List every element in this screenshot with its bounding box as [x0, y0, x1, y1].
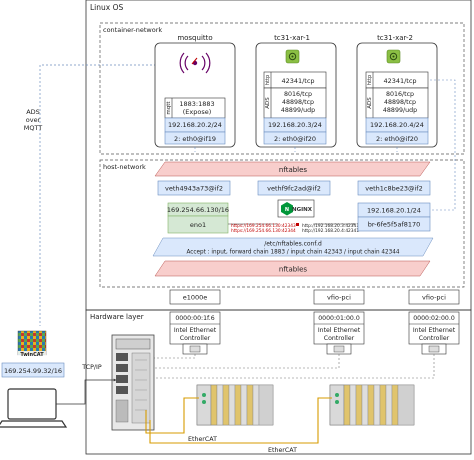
ads-label: ADS [367, 97, 373, 109]
tcpip-label: TCP/IP [81, 364, 102, 371]
ads-port-1: 8016/tcp [284, 91, 312, 98]
ads-port-2: 48898/tcp [384, 99, 416, 106]
hardware-layer-label: Hardware layer [90, 313, 144, 321]
nftables-config-rules: Accept : input, forward chain 1883 / inp… [186, 250, 399, 256]
nginx-route-right-1: http://192.168.20.3:42341 [302, 223, 359, 229]
container-network-label: container-network [103, 26, 162, 34]
tcpip-link [56, 378, 117, 405]
container-mosquitto: mosquitto mqtt 1883:1883 (Expose) 192.16… [154, 34, 236, 148]
twincat-runtime-icon [285, 49, 300, 64]
twincat-runtime-icon [386, 49, 401, 64]
nftables-lower [154, 260, 431, 277]
container-tc31-xar-2: tc31-xar-2 http 42341/tcp ADS 8016/tcp 4… [356, 34, 438, 148]
ethercat-link-2 [149, 397, 332, 444]
container-name: tc31-xar-1 [274, 34, 310, 42]
nftables-upper [154, 161, 431, 177]
ethercat-link-1 [145, 397, 199, 434]
nic-desc-1: Intel Ethernet [174, 327, 217, 334]
host-network-frame [99, 159, 465, 288]
host-network-label: host-network [103, 163, 146, 171]
nic-1: e1000e 0000:00:1f.6 Intel Ethernet Contr… [169, 289, 221, 355]
nic-2: vfio-pci 0000:01:00.0 Intel Ethernet Con… [313, 289, 365, 355]
nginx-route-left-2: https://169.254.66.130:42344 [231, 228, 296, 234]
industrial-pc [111, 334, 155, 431]
nic-3: vfio-pci 0000:02:00.0 Intel Ethernet Con… [408, 289, 460, 355]
ads-port-3: 48899/udp [383, 107, 417, 114]
container-iface: 2: eth0@if19 [174, 135, 216, 143]
ethercat-label-1: EtherCAT [188, 436, 217, 443]
nic-desc-2: Controller [180, 335, 211, 342]
ads-over-mqtt-line-2: over [26, 116, 41, 124]
nftables-upper-label: nftables [279, 166, 308, 174]
nic-pci: 0000:01:00.0 [318, 315, 360, 322]
ads-port-3: 48899/udp [281, 107, 315, 114]
container-network-frame [99, 22, 465, 155]
veth-1: veth4943a73@if2 [165, 185, 223, 193]
container-name: tc31-xar-2 [377, 34, 413, 42]
container-iface: 2: eth0@if20 [274, 135, 316, 143]
http-label: http [265, 75, 271, 85]
nic-desc-1: Intel Ethernet [413, 327, 456, 334]
ethercat-terminals-2 [329, 384, 415, 426]
hardware-layer-frame [85, 309, 472, 455]
eno1-interface: 169.254.66.130/16 eno1 [167, 202, 229, 234]
laptop-ip: 169.254.99.32/16 [4, 367, 62, 375]
mqtt-expose: (Expose) [183, 108, 212, 116]
container-ip: 192.168.20.3/24 [268, 121, 322, 129]
nic-wiring [135, 354, 435, 379]
nic-driver: e1000e [183, 294, 208, 302]
svg-text:N: N [285, 207, 289, 213]
http-label: http [367, 75, 373, 85]
ads-over-mqtt-line-1: ADS [26, 108, 40, 116]
mqtt-port: 1883:1883 [179, 100, 214, 108]
bridge-ip: 192.168.20.1/24 [367, 207, 421, 215]
nginx-route-left-1: https://169.254.66.130:42343 [231, 223, 296, 229]
container-name: mosquitto [177, 34, 212, 42]
http-port: 42341/tcp [281, 77, 314, 85]
docker-bridge: 192.168.20.1/24 br-6fe5f5af8170 [357, 202, 431, 232]
nftables-config-file: /etc/nftables.conf.d [264, 241, 322, 248]
bridge-name: br-6fe5f5af8170 [368, 221, 421, 229]
veth-interfaces: veth4943a73@if2 vethf9fc2ad@if2 veth1c8b… [157, 180, 431, 196]
nic-pci: 0000:02:00.0 [413, 315, 455, 322]
container-ip: 192.168.20.4/24 [370, 121, 424, 129]
ethercat-label-2: EtherCAT [268, 447, 297, 454]
http-port: 42341/tcp [383, 77, 416, 85]
ads-port-1: 8016/tcp [386, 91, 414, 98]
nftables-config [152, 237, 434, 257]
mqtt-broker-icon [179, 52, 211, 74]
mqtt-proto-label: mqtt [166, 101, 172, 115]
nginx-proxy: N NGINX [277, 199, 315, 218]
container-iface: 2: eth0@if20 [376, 135, 418, 143]
container-ip: 192.168.20.2/24 [168, 121, 222, 129]
veth-3: veth1c8be23@if2 [365, 185, 422, 193]
eno1-name: eno1 [190, 221, 206, 229]
nginx-logo-text: NGINX [292, 207, 313, 213]
linux-os-label: Linux OS [90, 3, 123, 12]
nic-driver: vfio-pci [422, 294, 446, 302]
ads-over-mqtt-line-3: MQTT [24, 124, 43, 132]
nic-pci: 0000:00:1f.6 [175, 315, 214, 322]
ads-label: ADS [265, 97, 271, 109]
twincat-label: TwinCAT [20, 352, 44, 358]
nic-driver: vfio-pci [327, 294, 351, 302]
ads-port-2: 48898/tcp [282, 99, 314, 106]
eno1-ip: 169.254.66.130/16 [167, 206, 229, 214]
nic-desc-2: Controller [419, 335, 450, 342]
nic-desc-2: Controller [324, 335, 355, 342]
ethercat-terminals-1 [196, 384, 274, 426]
container-tc31-xar-1: tc31-xar-1 http 42341/tcp ADS 8016/tcp 4… [255, 34, 337, 148]
veth-2: vethf9fc2ad@if2 [267, 185, 321, 193]
ads-mqtt-connector [39, 64, 176, 326]
twincat-logo: TwinCAT [17, 330, 47, 358]
nftables-lower-label: nftables [279, 266, 308, 274]
nic-desc-1: Intel Ethernet [318, 327, 361, 334]
laptop-icon [0, 388, 68, 428]
nginx-route-right-2: http://192.168.20.4:42341 [302, 228, 359, 234]
